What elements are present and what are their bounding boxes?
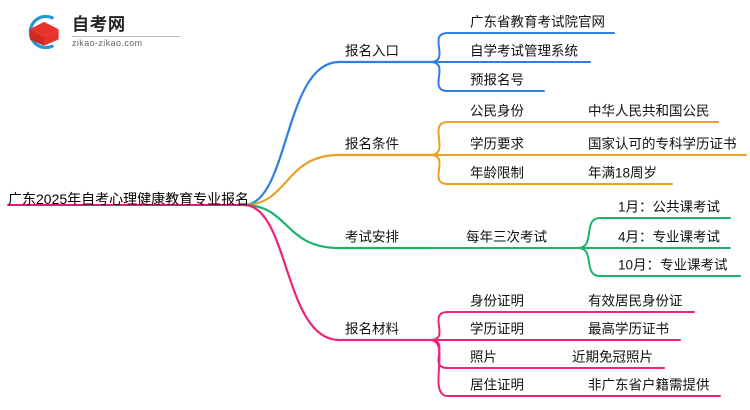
mindmap-branch-4[interactable]: 报名材料 [345, 321, 399, 337]
connector-line [242, 153, 341, 207]
connector-line [429, 121, 449, 156]
connector-line [429, 339, 449, 397]
zikao-logo-mark [28, 14, 59, 50]
logo-title: 自考网 [72, 15, 126, 34]
mindmap-leaf-4-3-1[interactable]: 近期免冠照片 [572, 349, 653, 365]
mindmap-branch-1[interactable]: 报名入口 [345, 43, 399, 59]
mindmap-leaf-2-2-1[interactable]: 国家认可的专科学历证书 [588, 136, 737, 152]
connector-line [242, 203, 341, 250]
mindmap-node-2-1[interactable]: 公民身份 [470, 103, 524, 119]
mindmap-node-4-4[interactable]: 居住证明 [470, 377, 524, 393]
logo-text-block: 自考网 zikao-zikao.com [72, 16, 180, 48]
mindmap-node-2-2[interactable]: 学历要求 [470, 136, 524, 152]
mindmap-node-3-1[interactable]: 每年三次考试 [466, 229, 547, 245]
mindmap-node-1-1[interactable]: 广东省教育考试院官网 [470, 14, 605, 30]
site-logo: 自考网 zikao-zikao.com [22, 8, 192, 56]
mindmap-node-4-2[interactable]: 学历证明 [470, 321, 524, 337]
connector-line [429, 61, 449, 92]
mindmap-leaf-4-2-1[interactable]: 最高学历证书 [588, 321, 669, 337]
mindmap-node-4-1[interactable]: 身份证明 [470, 293, 524, 309]
mindmap-node-4-3[interactable]: 照片 [470, 349, 497, 365]
connector-line [577, 217, 601, 249]
mindmap-node-1-2[interactable]: 自学考试管理系统 [470, 43, 578, 59]
mindmap-root-node[interactable]: 广东2025年自考心理健康教育专业报名 [8, 191, 250, 207]
mindmap-leaf-2-1-1[interactable]: 中华人民共和国公民 [588, 103, 710, 119]
mindmap-node-1-3[interactable]: 预报名号 [470, 72, 524, 88]
connector-line [429, 154, 449, 185]
connector-line [242, 60, 341, 207]
connector-line [429, 311, 449, 341]
logo-url: zikao-zikao.com [72, 38, 143, 48]
mindmap-branch-2[interactable]: 报名条件 [345, 136, 399, 152]
mindmap-leaf-4-4-1[interactable]: 非广东省户籍需提供 [588, 377, 710, 393]
mindmap-node-2-3[interactable]: 年龄限制 [470, 165, 524, 181]
mindmap-leaf-3-1-2[interactable]: 4月：专业课考试 [618, 229, 721, 245]
connector-line [429, 339, 449, 369]
mindmap-leaf-3-1-1[interactable]: 1月：公共课考试 [618, 199, 721, 215]
mindmap-leaf-3-1-3[interactable]: 10月：专业课考试 [618, 257, 728, 273]
mindmap-leaf-2-3-1[interactable]: 年满18周岁 [588, 165, 658, 181]
connector-line [242, 203, 341, 342]
mindmap-branch-3[interactable]: 考试安排 [345, 229, 399, 245]
connector-line [577, 247, 601, 277]
connector-line [429, 32, 449, 63]
logo-divider [72, 36, 180, 37]
mindmap-leaf-4-1-1[interactable]: 有效居民身份证 [588, 293, 683, 309]
